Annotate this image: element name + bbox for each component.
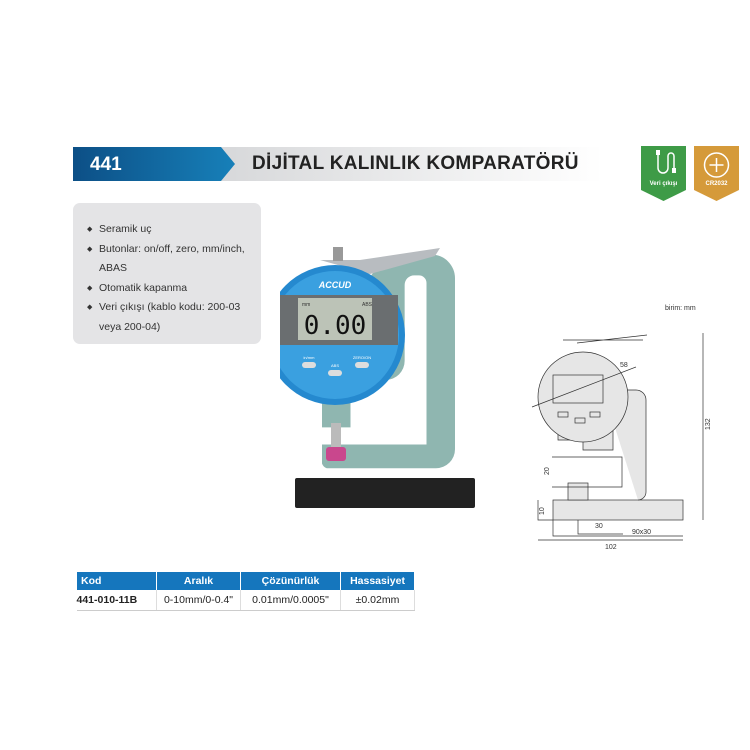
feature-list: Seramik uç Butonlar: on/off, zero, mm/in… (73, 203, 261, 344)
svg-text:10: 10 (539, 507, 546, 515)
svg-text:ABS: ABS (362, 302, 373, 308)
unit-label: birim: mm (665, 305, 696, 312)
svg-text:ABS: ABS (331, 363, 339, 368)
technical-drawing: 58 132 20 10 30 90x30 102 (531, 333, 712, 551)
feature-item: Otomatik kapanma (87, 279, 261, 299)
svg-text:20: 20 (544, 467, 551, 475)
lcd-value: 0.00 (304, 311, 367, 341)
svg-text:132: 132 (705, 418, 712, 430)
battery-badge: CR2032 (694, 146, 739, 201)
svg-text:102: 102 (605, 544, 617, 551)
svg-text:90x30: 90x30 (632, 529, 651, 536)
svg-text:30: 30 (595, 523, 603, 530)
page-title: DİJİTAL KALINLIK KOMPARATÖRÜ (252, 153, 579, 174)
brand-logo: ACCUD (318, 280, 352, 290)
spec-table: Kod Aralık Çözünürlük Hassasiyet 441-010… (76, 571, 415, 611)
data-output-badge: Veri çıkışı (641, 146, 686, 201)
product-image: ACCUD 0.00 mm ABS in/mm ABS ZERO/ON (280, 247, 475, 508)
svg-text:ZERO/ON: ZERO/ON (353, 355, 371, 360)
product-code: 441 (90, 154, 122, 175)
cable-icon (656, 150, 676, 174)
feature-item: Seramik uç (87, 220, 261, 240)
header-code-tab (73, 147, 235, 181)
svg-text:58: 58 (620, 362, 628, 369)
table-row: 441-010-11B 0-10mm/0-0.4" 0.01mm/0.0005"… (76, 589, 415, 611)
feature-item: Veri çıkışı (kablo kodu: 200-03 veya 200… (87, 298, 261, 337)
battery-icon (703, 152, 730, 178)
svg-text:mm: mm (302, 302, 310, 308)
feature-item: Butonlar: on/off, zero, mm/inch, ABAS (87, 240, 261, 279)
svg-text:in/mm: in/mm (304, 355, 316, 360)
